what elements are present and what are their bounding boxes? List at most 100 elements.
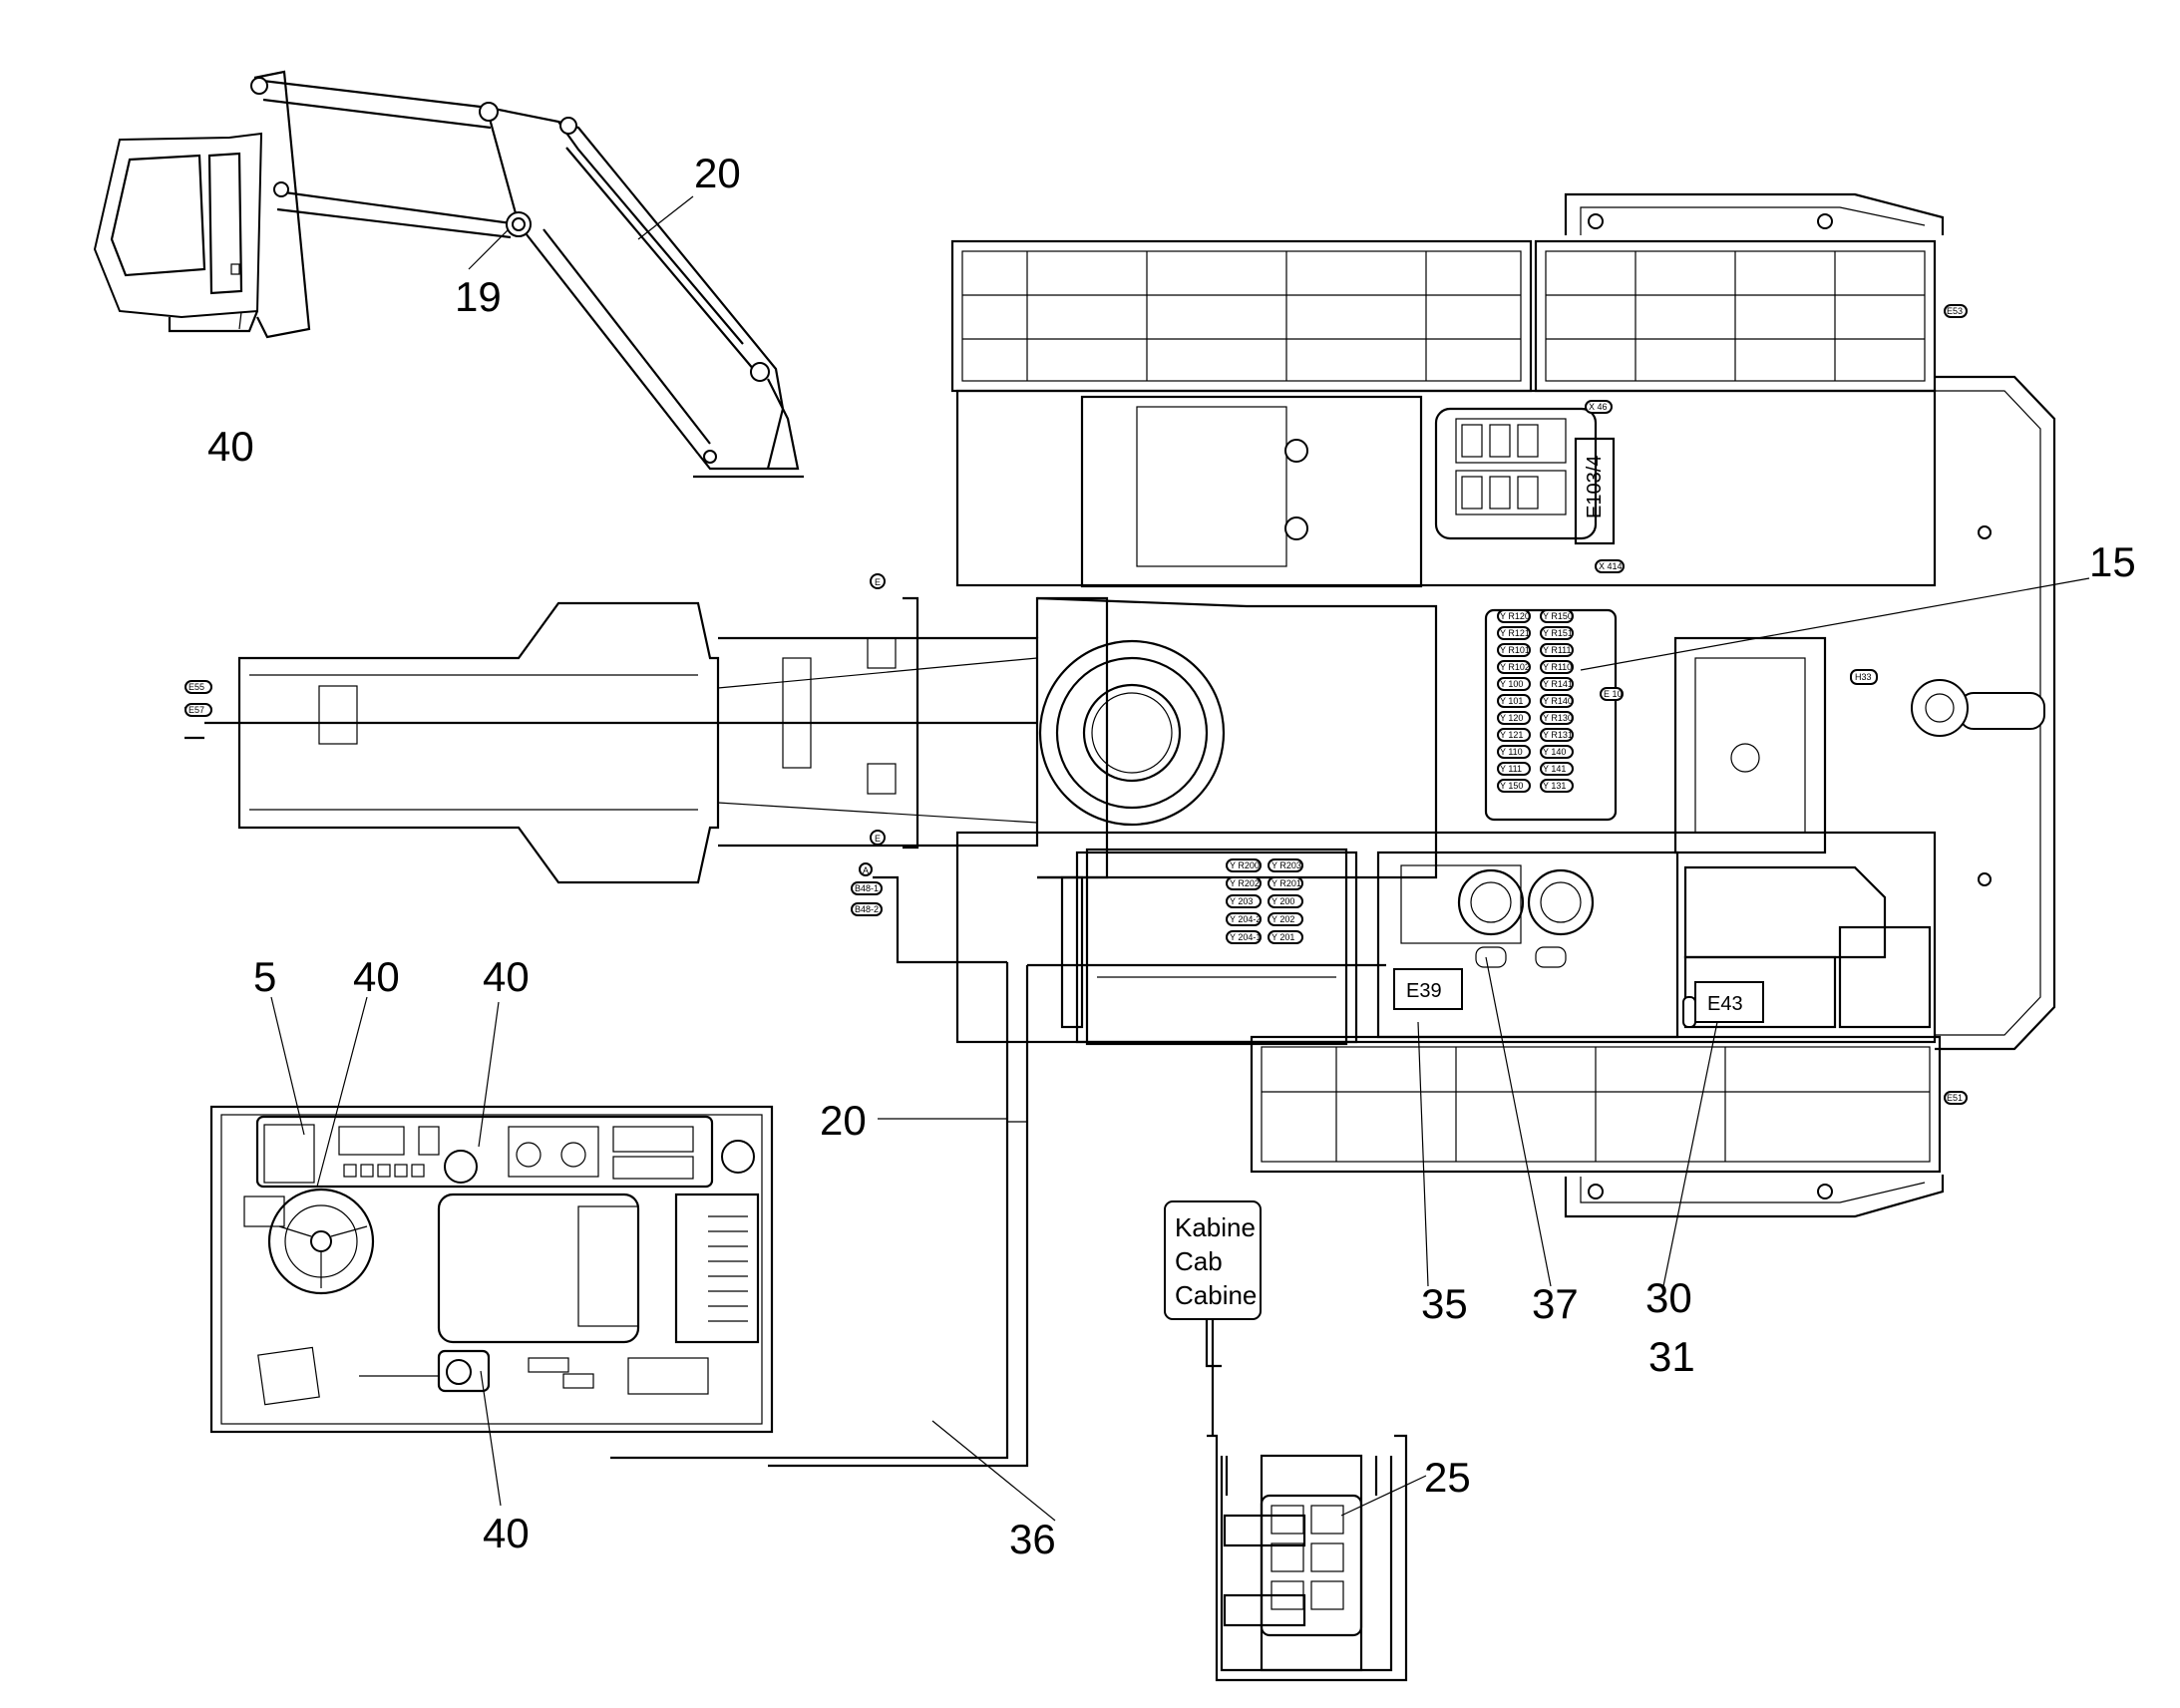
svg-text:E53: E53 — [1947, 306, 1963, 316]
connector-cells — [1271, 1505, 1344, 1610]
joystick-right-icon — [446, 1359, 472, 1385]
svg-text:Y R120: Y R120 — [1500, 611, 1530, 621]
svg-text:Y 131: Y 131 — [1543, 781, 1566, 791]
e43-label: E43 — [1707, 993, 1743, 1015]
steering-wheel-icon — [267, 1188, 375, 1295]
location-line-2: Cab — [1175, 1246, 1223, 1276]
callout-40-b: 40 — [483, 953, 530, 1000]
callout-37: 37 — [1532, 1280, 1579, 1327]
tag-b48-1: B48-1 — [855, 883, 879, 893]
svg-text:X 46: X 46 — [1589, 402, 1608, 412]
location-line-1: Kabine — [1175, 1212, 1256, 1242]
tag-b48-2: B48-2 — [855, 904, 879, 914]
leader-30 — [1662, 1021, 1718, 1287]
callout-36: 36 — [1009, 1516, 1056, 1562]
leader-40-b — [478, 1001, 500, 1148]
connector-inset — [1207, 1434, 1408, 1682]
callout-numbers: 40 19 20 15 5 40 40 20 40 36 35 37 30 31… — [207, 150, 2136, 1562]
tag-boom-e-top: E — [875, 577, 881, 587]
svg-text:Y 121: Y 121 — [1500, 730, 1523, 740]
svg-text:E 10: E 10 — [1604, 689, 1623, 699]
svg-text:Y R150: Y R150 — [1543, 611, 1573, 621]
svg-text:Y 120: Y 120 — [1500, 713, 1523, 723]
dashboard — [255, 1115, 714, 1189]
leader-25 — [1340, 1475, 1427, 1517]
svg-text:Y 203: Y 203 — [1230, 896, 1253, 906]
valve-bank-center-b-tags: Y R150 Y R151 Y R111 Y R110 Y R141 Y R14… — [1540, 609, 1574, 793]
svg-text:Y R111: Y R111 — [1543, 645, 1572, 655]
callout-19: 19 — [455, 273, 502, 320]
svg-text:Y R101: Y R101 — [1500, 645, 1530, 655]
svg-text:Y R110: Y R110 — [1543, 662, 1572, 672]
svg-text:Y 100: Y 100 — [1500, 679, 1523, 689]
svg-text:Y R140: Y R140 — [1543, 696, 1573, 706]
location-line-3: Cabine — [1175, 1280, 1257, 1310]
svg-text:H33: H33 — [1855, 672, 1872, 682]
svg-text:Y R141: Y R141 — [1543, 679, 1573, 689]
svg-text:X 414: X 414 — [1599, 561, 1623, 571]
operator-cab — [93, 132, 263, 319]
svg-text:Y 101: Y 101 — [1500, 696, 1523, 706]
svg-text:Y R102: Y R102 — [1500, 662, 1530, 672]
harness-routing — [184, 596, 1386, 1468]
svg-text:Y R151: Y R151 — [1543, 628, 1573, 638]
svg-text:Y 204-1: Y 204-1 — [1230, 932, 1261, 942]
svg-text:Y R201: Y R201 — [1272, 878, 1301, 888]
dash-buttons — [343, 1164, 425, 1178]
fuse-cells — [1461, 424, 1539, 510]
svg-text:Y 140: Y 140 — [1543, 747, 1566, 757]
callout-20-boom: 20 — [694, 150, 741, 196]
boom-tip-section — [237, 601, 720, 884]
valve-bank-right-tags: Y R203 Y R201 Y 200 Y 202 Y 201 — [1268, 858, 1303, 944]
carrier-top-view: E103/4 — [237, 192, 2056, 1218]
callout-20-harness: 20 — [820, 1097, 867, 1144]
leader-37 — [1485, 956, 1552, 1287]
svg-text:Y 201: Y 201 — [1272, 932, 1294, 942]
callout-40-c: 40 — [483, 1510, 530, 1556]
tag-hyd-a: A — [863, 865, 869, 875]
e39-label: E39 — [1406, 980, 1442, 1002]
valve-bank-left-tags: Y R200 Y R202 Y 203 Y 204-2 Y 204-1 — [1226, 858, 1262, 944]
callout-25: 25 — [1424, 1454, 1471, 1501]
leader-35 — [1417, 1021, 1429, 1287]
leader-36 — [931, 1420, 1056, 1522]
svg-text:Y 111: Y 111 — [1500, 764, 1522, 774]
cab-boom-assembly — [93, 70, 804, 479]
callout-15: 15 — [2089, 538, 2136, 585]
leader-40-c — [480, 1370, 502, 1507]
callout-40-a: 40 — [353, 953, 400, 1000]
harness-20-route — [610, 962, 1009, 1460]
svg-text:Y 200: Y 200 — [1272, 896, 1294, 906]
svg-text:Y 150: Y 150 — [1500, 781, 1523, 791]
callout-31: 31 — [1648, 1333, 1695, 1380]
svg-text:Y R203: Y R203 — [1272, 860, 1301, 870]
misc-tags: X 46 X 414 E 10 H33 E53 E51 — [1585, 304, 1968, 1105]
tag-e57: E57 — [188, 705, 204, 715]
svg-text:Y 202: Y 202 — [1272, 914, 1294, 924]
svg-text:Y R121: Y R121 — [1500, 628, 1530, 638]
connector-block — [1260, 1494, 1363, 1637]
svg-text:Y R131: Y R131 — [1543, 730, 1573, 740]
cab-interior-plan — [209, 1105, 774, 1434]
svg-text:Y 110: Y 110 — [1500, 747, 1523, 757]
leader-15 — [1580, 577, 2090, 671]
callout-40-cab: 40 — [207, 423, 254, 470]
location-box: Kabine Cab Cabine — [1164, 1200, 1262, 1436]
leader-40-a — [316, 996, 368, 1188]
tag-e55: E55 — [188, 682, 204, 692]
connector-tags: E55 E57 E E A B48-1 B48-2 Y R200 Y R202 … — [184, 304, 1968, 1105]
grille-lines — [708, 1215, 748, 1322]
svg-text:Y 204-2: Y 204-2 — [1230, 914, 1261, 924]
leader-5 — [270, 996, 305, 1136]
callout-30: 30 — [1645, 1274, 1692, 1321]
callout-5: 5 — [253, 953, 276, 1000]
operator-seat — [437, 1193, 640, 1344]
svg-text:Y 141: Y 141 — [1543, 764, 1566, 774]
svg-text:Y R202: Y R202 — [1230, 878, 1260, 888]
leader-lines — [270, 577, 2090, 1522]
joystick-left-icon — [444, 1150, 478, 1184]
valve-bank-center-a-tags: Y R120 Y R121 Y R101 Y R102 Y 100 Y 101 … — [1497, 609, 1531, 793]
component-labels: E39 E43 — [1393, 968, 1764, 1023]
callout-35: 35 — [1421, 1280, 1468, 1327]
